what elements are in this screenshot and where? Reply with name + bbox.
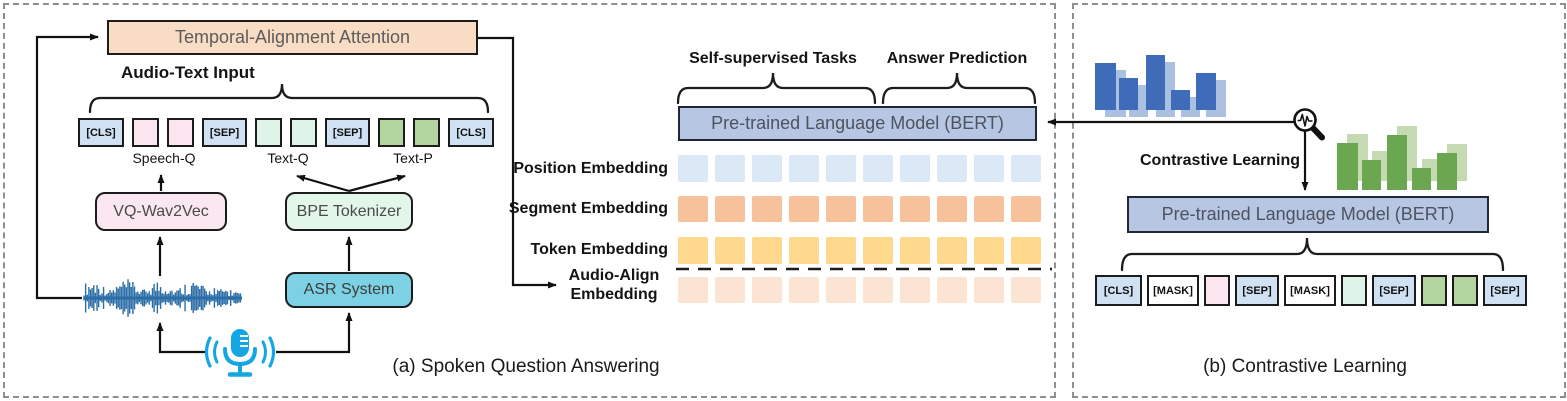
answer-prediction-label: Answer Prediction: [886, 50, 1028, 67]
embedding-square: [678, 277, 708, 303]
embedding-square: [900, 155, 930, 182]
segment-embedding-row: [678, 196, 1041, 222]
token-sep: [SEP]: [202, 118, 247, 147]
token-pink-embedding: [1204, 275, 1230, 306]
panel-contrastive-learning: [1072, 3, 1566, 398]
embedding-square: [826, 237, 856, 264]
embedding-square: [900, 237, 930, 264]
embedding-square: [937, 277, 967, 303]
token-cls: [CLS]: [1095, 275, 1142, 306]
audio-text-token-row: [CLS] [SEP] [SEP] [CLS]: [78, 118, 494, 147]
token-cls: [CLS]: [78, 118, 124, 147]
embedding-square: [863, 196, 893, 222]
embedding-square: [826, 155, 856, 182]
token-mask: [MASK]: [1147, 275, 1199, 306]
contrastive-learning-label: Contrastive Learning: [1140, 152, 1301, 169]
embedding-square: [1011, 277, 1041, 303]
position-embedding-label: Position Embedding: [513, 160, 668, 177]
bert-box-main: Pre-trained Language Model (BERT): [678, 106, 1037, 141]
token-pink-embedding: [132, 118, 159, 147]
audio-align-embedding-row: [678, 277, 1041, 303]
token-green-embedding: [378, 118, 405, 147]
embedding-square: [974, 237, 1004, 264]
vq-wav2vec-box: VQ-Wav2Vec: [95, 192, 227, 231]
token-mint-embedding: [255, 118, 282, 147]
asr-system-box: ASR System: [285, 272, 413, 308]
caption-spoken-qa: (a) Spoken Question Answering: [392, 356, 660, 377]
embedding-square: [1011, 155, 1041, 182]
embedding-square: [974, 277, 1004, 303]
panel-spoken-qa: [3, 3, 1056, 398]
embedding-square: [789, 155, 819, 182]
speech-q-label: Speech-Q: [132, 150, 196, 166]
embedding-square: [937, 196, 967, 222]
self-supervised-tasks-label: Self-supervised Tasks: [689, 50, 857, 67]
text-p-label: Text-P: [393, 150, 433, 166]
token-cls: [CLS]: [448, 118, 494, 147]
embedding-square: [715, 277, 745, 303]
bpe-tokenizer-label: BPE Tokenizer: [296, 202, 402, 220]
embedding-square: [752, 155, 782, 182]
asr-system-label: ASR System: [303, 281, 395, 298]
bert-box-contrastive: Pre-trained Language Model (BERT): [1127, 196, 1489, 233]
embedding-square: [789, 277, 819, 303]
token-sep: [SEP]: [1483, 275, 1527, 306]
embedding-square: [826, 196, 856, 222]
token-mask: [MASK]: [1284, 275, 1336, 306]
temporal-alignment-attention-label: Temporal-Alignment Attention: [174, 27, 411, 47]
embedding-square: [937, 237, 967, 264]
token-mint-embedding: [290, 118, 317, 147]
embedding-square: [715, 155, 745, 182]
token-sep: [SEP]: [325, 118, 370, 147]
embedding-square: [1011, 237, 1041, 264]
token-sep: [SEP]: [1235, 275, 1279, 306]
embedding-square: [678, 196, 708, 222]
embedding-square: [678, 237, 708, 264]
embedding-square: [789, 237, 819, 264]
token-mint-embedding: [1341, 275, 1367, 306]
embedding-square: [752, 277, 782, 303]
caption-contrastive: (b) Contrastive Learning: [1203, 356, 1407, 377]
token-embedding-label: Token Embedding: [530, 241, 668, 258]
embedding-square: [752, 196, 782, 222]
token-green-embedding: [413, 118, 440, 147]
bert-box-main-label: Pre-trained Language Model (BERT): [711, 113, 1004, 133]
token-green-embedding: [1421, 275, 1447, 306]
embedding-square: [937, 155, 967, 182]
embedding-square: [863, 277, 893, 303]
embedding-square: [974, 155, 1004, 182]
contrastive-token-row: [CLS][MASK][SEP][MASK][SEP][SEP]: [1095, 275, 1527, 306]
position-embedding-row: [678, 155, 1041, 182]
bpe-tokenizer-box: BPE Tokenizer: [285, 192, 413, 231]
audio-align-embedding-label: Audio-Align Embedding: [568, 267, 660, 303]
embedding-square: [974, 196, 1004, 222]
embedding-square: [826, 277, 856, 303]
segment-embedding-label: Segment Embedding: [508, 200, 668, 217]
vq-wav2vec-label: VQ-Wav2Vec: [113, 202, 209, 220]
embedding-square: [715, 196, 745, 222]
embedding-square: [678, 155, 708, 182]
embedding-square: [863, 237, 893, 264]
temporal-alignment-attention-box: Temporal-Alignment Attention: [107, 20, 478, 55]
token-pink-embedding: [167, 118, 194, 147]
embedding-square: [863, 155, 893, 182]
text-q-label: Text-Q: [267, 150, 309, 166]
token-green-embedding: [1452, 275, 1478, 306]
embedding-square: [752, 237, 782, 264]
embedding-square: [715, 237, 745, 264]
audio-text-input-label: Audio-Text Input: [121, 63, 255, 82]
token-sep: [SEP]: [1372, 275, 1416, 306]
embedding-square: [1011, 196, 1041, 222]
embedding-square: [789, 196, 819, 222]
bert-box-contrastive-label: Pre-trained Language Model (BERT): [1161, 204, 1455, 224]
embedding-square: [900, 196, 930, 222]
embedding-square: [900, 277, 930, 303]
token-embedding-row: [678, 237, 1041, 264]
